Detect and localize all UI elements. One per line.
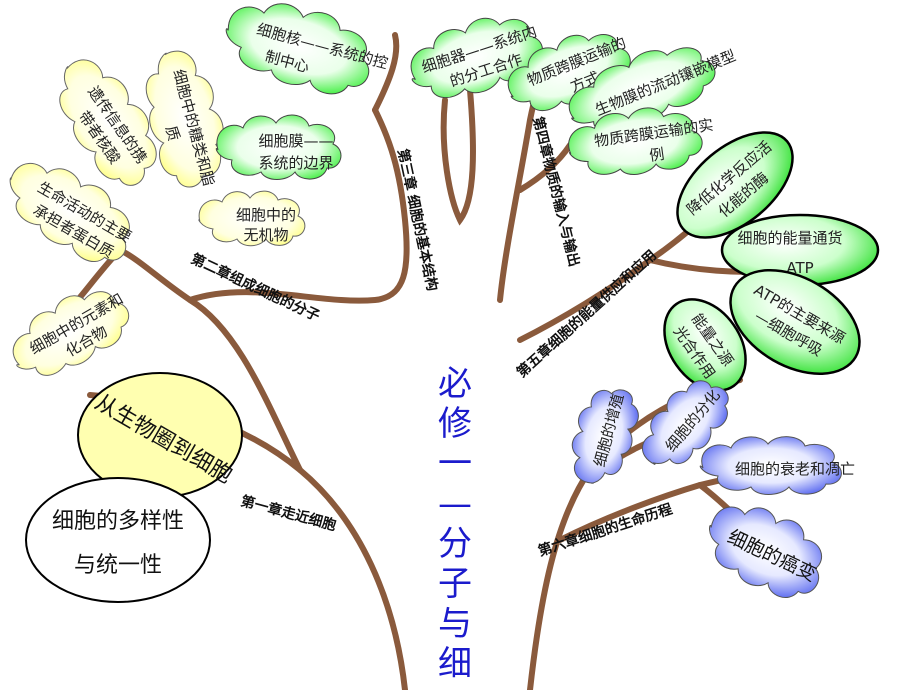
ch1-node-2-line2: 与统一性 — [74, 553, 162, 578]
branch-ch3 — [372, 32, 400, 113]
ch2-node-5-line2: 无机物 — [243, 226, 288, 244]
chapter-3-label: 第三章 细胞的基本结构 — [394, 147, 441, 292]
ch3-node-2: 细胞核——系统的控 制中心 — [225, 3, 390, 95]
ch6-node-4: 细胞的癌变 — [709, 506, 823, 598]
ch2-node-5-line1: 细胞中的 — [236, 206, 296, 224]
title-char: 一 — [438, 444, 472, 484]
title-vertical: 必 修 一 — 分 子 与 细 — [438, 364, 472, 684]
branch-ch2-inner — [187, 107, 410, 304]
ch2-node-4: 细胞中的糖类和脂 质 — [145, 50, 224, 188]
ch1-node-2: 细胞的多样性 与统一性 — [25, 477, 211, 603]
title-char: 细 — [438, 644, 472, 684]
ch3-node-1-line1: 细胞膜—— — [258, 132, 333, 150]
ch6-node-3: 细胞的衰老和凋亡 — [699, 436, 855, 495]
ch3-node-1: 细胞膜—— 系统的边界 — [215, 114, 342, 180]
ch6-node-3-text: 细胞的衰老和凋亡 — [735, 460, 855, 478]
ch4-node-3-line2: 例 — [648, 145, 665, 165]
branch-ch3-b — [440, 87, 476, 226]
ch3-node-1-line2: 系统的边界 — [258, 154, 333, 172]
title-char: 与 — [438, 604, 472, 644]
title-char: 分 — [438, 524, 472, 564]
chapter-1-label: 第一章走近细胞 — [239, 492, 338, 534]
ch5-node-2-line1: 细胞的能量通货 — [737, 229, 842, 247]
ch6-node-1: 细胞的增殖 — [571, 389, 639, 484]
ch2-node-4-line2: 质 — [162, 124, 183, 143]
title-char: 修 — [438, 404, 472, 444]
ch5-node-2: 细胞的能量通货 ATP — [720, 213, 880, 287]
chapter-labels: 第一章走近细胞 第二章组成细胞的分子 第三章 细胞的基本结构 第四章物质的输入与… — [188, 115, 674, 560]
branch-ch4-b — [517, 142, 573, 193]
title-char: — — [438, 484, 472, 524]
title-char: 子 — [438, 564, 472, 604]
branch-ch2 — [117, 247, 303, 473]
ch5-node-4: 能量之源 光合作用 — [663, 298, 747, 392]
ch4-node-3: 物质跨膜运输的实 例 — [568, 107, 714, 175]
ch2-node-1: 细胞中的元素和 化合物 — [12, 290, 130, 376]
chapter-5-label: 第五章细胞的能量供应和应用 — [513, 247, 660, 381]
chapter-6-label: 第六章细胞的生命历程 — [536, 500, 674, 559]
ch2-node-5: 细胞中的 无机物 — [198, 190, 306, 247]
ch1-node-2-line1: 细胞的多样性 — [52, 509, 184, 534]
title-char: 必 — [438, 364, 472, 404]
